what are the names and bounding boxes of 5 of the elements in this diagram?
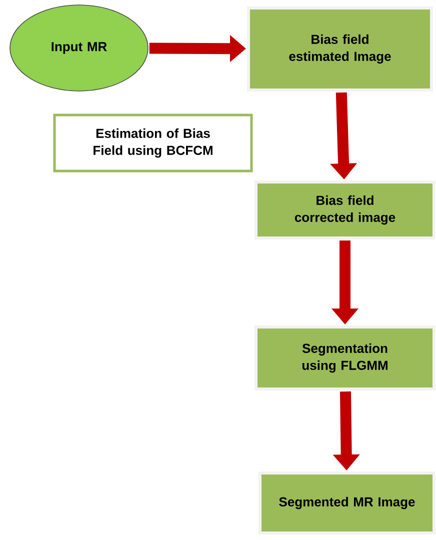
process-box: Segmented MR Image bbox=[258, 472, 436, 534]
note-box: Estimation of Bias Field using BCFCM bbox=[53, 114, 253, 172]
process-box: Bias field corrected image bbox=[254, 180, 436, 240]
process-box: Segmentation using FLGMM bbox=[254, 326, 436, 390]
process-box: Bias field estimated Image bbox=[247, 6, 433, 92]
